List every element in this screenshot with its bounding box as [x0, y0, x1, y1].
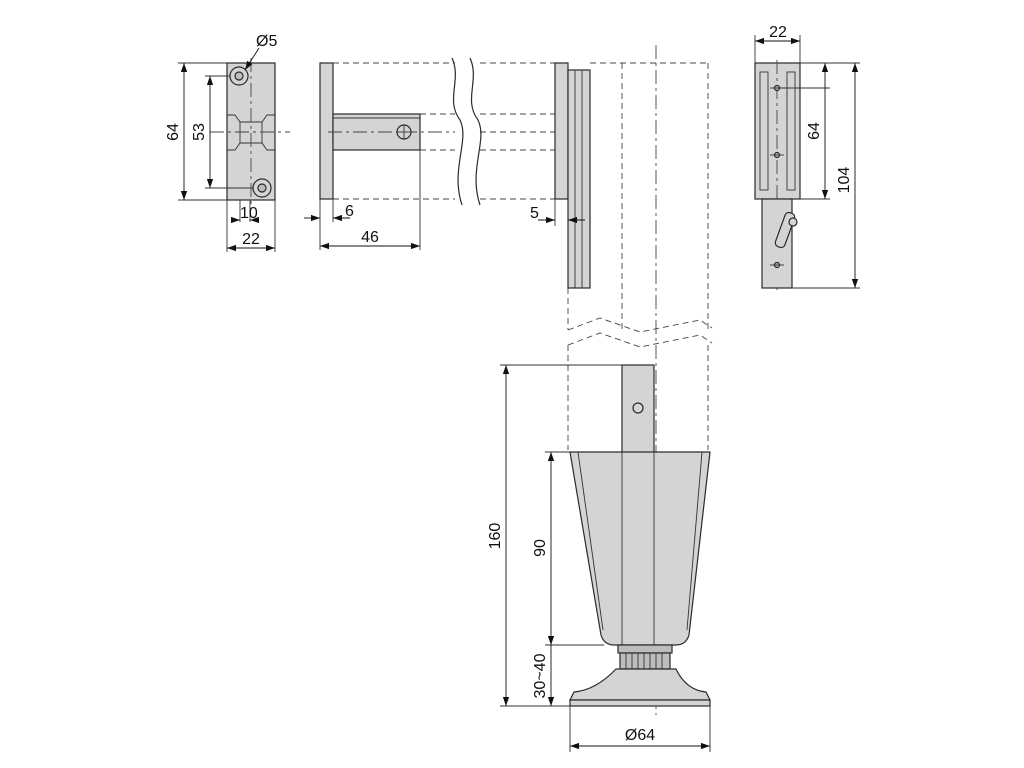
side-bracket-plate [754, 62, 801, 200]
leg-insert-post [621, 364, 655, 454]
dim-side-total-height: 104 [836, 167, 853, 194]
dim-insert-length: 46 [361, 229, 379, 246]
leg-view: 160 90 30~40 Ø64 [487, 45, 713, 752]
dim-side-width: 22 [769, 24, 787, 41]
bracket-front-view: 64 53 Ø5 10 22 [165, 33, 290, 252]
dim-bracket-depth: 10 [240, 205, 258, 222]
dim-gap: 5 [530, 205, 539, 222]
side-panel [567, 69, 591, 289]
dim-leg-total-height: 160 [487, 523, 504, 550]
dim-leg-body-height: 90 [532, 539, 549, 557]
dim-leg-adjust-range: 30~40 [532, 653, 549, 698]
side-bracket-view: 22 64 104 [754, 24, 860, 290]
tube-side-view: 6 46 5 [304, 57, 591, 289]
right-plate [554, 62, 569, 200]
dim-side-hole-spacing: 64 [806, 122, 823, 140]
adjust-knob-icon [774, 211, 798, 249]
dim-bracket-height: 64 [165, 123, 182, 141]
end-plate [319, 62, 334, 200]
dim-foot-diameter: Ø64 [625, 727, 655, 744]
dim-hole-spacing: 53 [191, 123, 208, 141]
dim-plate-thickness: 6 [345, 203, 354, 220]
dim-bracket-width: 22 [242, 231, 260, 248]
leg-foot [569, 668, 711, 701]
dim-hole-diameter: Ø5 [256, 33, 277, 50]
leg-adjuster-nut [619, 652, 671, 670]
leg-body [569, 451, 711, 646]
